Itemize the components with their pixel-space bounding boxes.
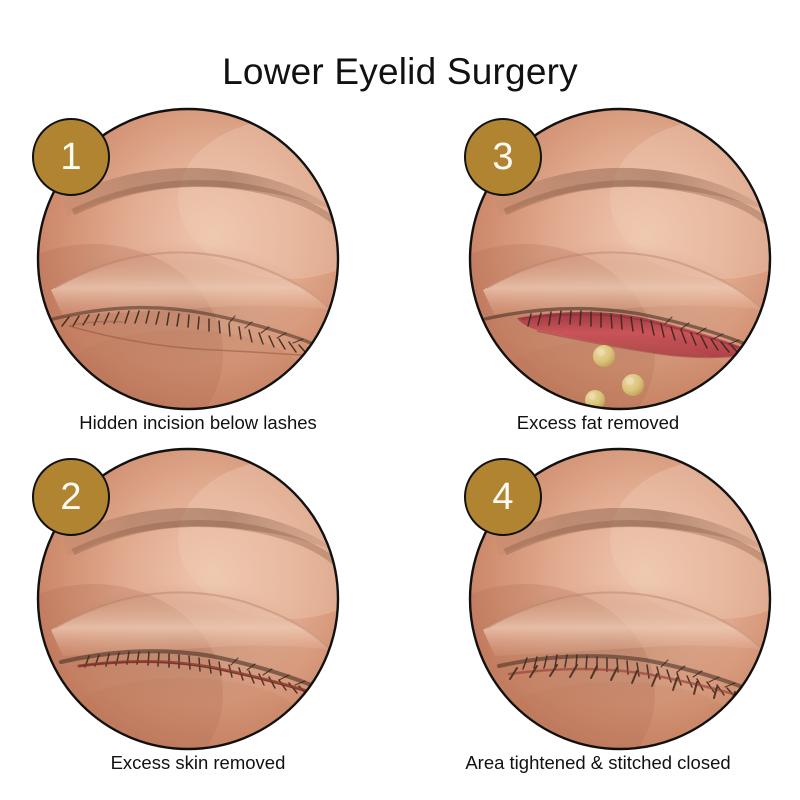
lid-crease-4 [486,591,766,653]
wound-lower-edge-3 [536,330,754,359]
upper-lid-1 [51,253,333,316]
step-caption-4: Area tightened & stitched closed [465,752,731,773]
eye-illustration-4 [465,444,775,754]
fat-globule-3-highlight [588,392,596,400]
panel-circle-outline-4 [468,447,772,751]
suture-stitch [529,665,538,678]
closed-incision-line-4 [507,667,749,700]
eye-figure-svg-4 [468,447,772,751]
step-caption-1: Hidden incision below lashes [79,412,317,433]
panel-circle-outline-3 [468,107,772,411]
step-panel-4: 4 Area tightened & stitched closed [408,444,788,784]
suture-stitch [590,665,598,679]
eye-illustration-3 [465,104,775,414]
eyelashes-3 [527,310,740,355]
incision-line-inner-end-1 [68,320,124,327]
eyebrow-edge-4 [503,520,770,565]
step-badge-3: 3 [464,118,542,196]
incision-line-1 [68,325,316,357]
eyebrow-3 [495,167,770,216]
open-incision-wound-3 [517,312,755,358]
lash-line-base-3 [483,306,755,349]
step-panel-2: 2 Excess skin removed [8,444,388,784]
lid-crease-1 [54,251,334,313]
lid-crease-2 [54,591,334,653]
eyelashes-upper-tips-2 [230,657,320,691]
eyebrow-2 [63,507,338,556]
step-caption-2: Excess skin removed [110,752,286,773]
eyebrow-1 [63,167,338,216]
suture-stitch [631,670,638,684]
skin-highlight-4 [610,459,770,619]
upper-lid-4 [483,593,765,656]
suture-stitch [651,673,658,687]
page-title: Lower Eyelid Surgery [222,50,578,92]
skin-highlight-2 [178,459,338,619]
fat-globule-1-highlight [597,348,605,356]
step-badge-2: 2 [32,458,110,536]
step-panel-3: 3 Excess fat removed [408,104,788,444]
eye-art-group-3 [470,109,770,409]
step-panel-1: 1 Hidden incision below lashes [8,104,388,444]
eyelashes-upper-tips-4 [660,659,750,693]
fat-globule-2-highlight [626,377,634,385]
skin-highlight-1 [178,119,338,279]
suture-stitch [713,686,718,699]
eye-illustration-2 [33,444,343,754]
suture-stitch [672,677,678,691]
eyebrow-edge-2 [71,520,338,565]
eyebrow-edge-1 [71,180,338,225]
upper-lid-3 [483,253,765,316]
suture-stitch [549,664,558,677]
lash-line-base-2 [58,649,326,693]
lash-line-base-1 [51,305,323,349]
eyebrow-edge-3 [503,180,770,225]
eye-art-group-4 [470,449,770,749]
suture-stitch [569,664,578,678]
eyebrow-4 [495,507,770,556]
suture-stitch [610,667,618,681]
lid-crease-3 [486,251,766,313]
skin-highlight-3 [610,119,770,279]
suture-stitch [509,667,518,680]
panel-circle-outline-2 [36,447,340,751]
sutures-group-4 [509,664,736,704]
lash-line-base-4 [497,654,757,694]
step-caption-3: Excess fat removed [516,412,680,433]
eye-figure-svg-2 [36,447,340,751]
suture-stitch [693,681,698,695]
incision-line-2 [77,659,319,696]
incision-line-shadow-2 [78,661,318,696]
eye-figure-svg-3 [468,107,772,411]
step-badge-1: 1 [32,118,110,196]
step-badge-4: 4 [464,458,542,536]
upper-lid-2 [51,593,333,656]
panel-circle-outline-1 [36,107,340,411]
